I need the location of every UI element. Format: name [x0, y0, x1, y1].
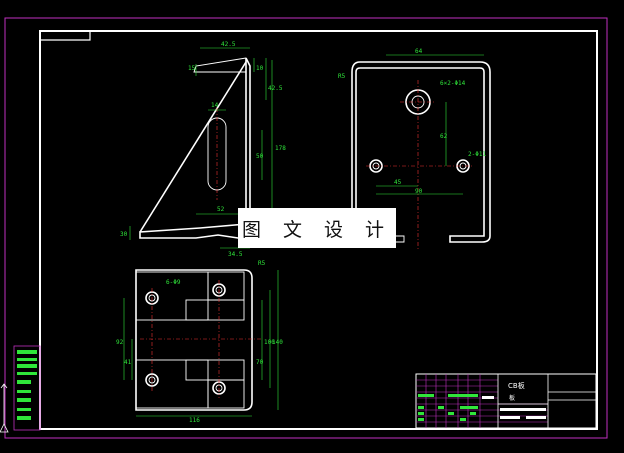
watermark-banner: 图 文 设 计	[238, 208, 396, 248]
dim-15: 15	[188, 65, 196, 72]
dim-50: 50	[256, 153, 264, 160]
frame-tab	[40, 31, 91, 41]
dim-r5: R5	[338, 73, 346, 80]
dim-r5b: R5	[258, 260, 266, 267]
dim-140: 140	[272, 339, 283, 346]
side-view	[351, 54, 491, 250]
dim-116: 116	[189, 417, 200, 424]
dim-30: 30	[120, 231, 128, 238]
dim-34-5: 34.5	[228, 251, 243, 258]
dim-178: 178	[275, 145, 286, 152]
dim-hole-2: 2-Φ11	[468, 151, 486, 158]
dim-90: 90	[415, 188, 423, 195]
left-strip	[13, 345, 41, 431]
dim-10: 10	[256, 65, 264, 72]
dim-100: 100	[264, 339, 275, 346]
dim-92: 92	[116, 339, 124, 346]
top-view	[123, 269, 279, 417]
dim-45: 45	[394, 179, 402, 186]
dim-70: 70	[256, 359, 264, 366]
dim-41: 41	[124, 359, 132, 366]
dim-64: 64	[415, 48, 423, 55]
dim-62: 62	[440, 133, 448, 140]
sheet-border	[4, 17, 608, 439]
dim-14: 14	[211, 102, 219, 109]
title-block-name: CB板	[508, 382, 525, 390]
title-block-sub: 板	[509, 395, 516, 402]
drawing-frame	[39, 30, 598, 430]
dim-hole-1: 6×2-Φ14	[440, 80, 466, 87]
title-block	[415, 373, 597, 429]
dim-52: 52	[217, 206, 225, 213]
ucs-axis-icon	[0, 383, 9, 433]
dim-hole-3: 6-Φ9	[166, 279, 181, 286]
dim-42-5: 42.5	[221, 41, 236, 48]
dim-42-5b: 42.5	[268, 85, 283, 92]
